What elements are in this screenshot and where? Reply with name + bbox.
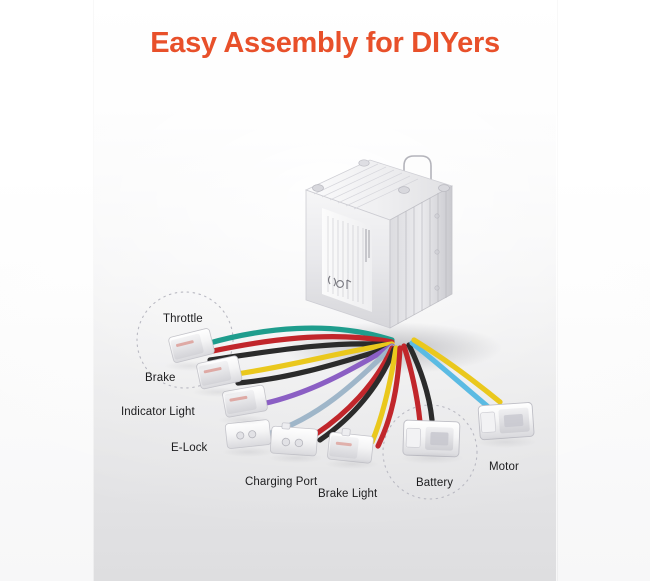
- label-motor: Motor: [489, 461, 519, 473]
- label-battery: Battery: [416, 477, 454, 489]
- label-throttle: Throttle: [163, 313, 203, 325]
- label-e-lock: E-Lock: [171, 442, 208, 454]
- label-indicator-light: Indicator Light: [121, 406, 195, 418]
- controller-spec-label: [322, 208, 372, 312]
- heatsink-fins: [397, 189, 447, 324]
- highlight-circle-throttle: [136, 291, 234, 389]
- controller-side-face: [389, 185, 453, 329]
- connector-brake: [196, 355, 243, 390]
- connector-battery: [402, 419, 461, 458]
- connector-throttle: [168, 328, 215, 363]
- controller-unit: [304, 155, 454, 329]
- controller-mounting-screws: [312, 159, 450, 194]
- connector-shadows: [164, 361, 537, 469]
- label-brake: Brake: [145, 372, 176, 384]
- label-brake-light: Brake Light: [318, 488, 378, 500]
- connector-brake-light: [327, 428, 374, 464]
- heatsink-fin-tops: [313, 163, 419, 210]
- connector-charging-port: [269, 422, 319, 457]
- wire-harness: [203, 325, 503, 449]
- label-charging-port: Charging Port: [245, 476, 318, 488]
- controller-side-screws: [434, 213, 440, 291]
- certification-marks: [327, 275, 352, 289]
- highlight-circle-battery: [382, 404, 478, 500]
- page-title: Easy Assembly for DIYers: [150, 27, 500, 59]
- controller-handle: [403, 155, 432, 200]
- connector-motor: [477, 402, 535, 441]
